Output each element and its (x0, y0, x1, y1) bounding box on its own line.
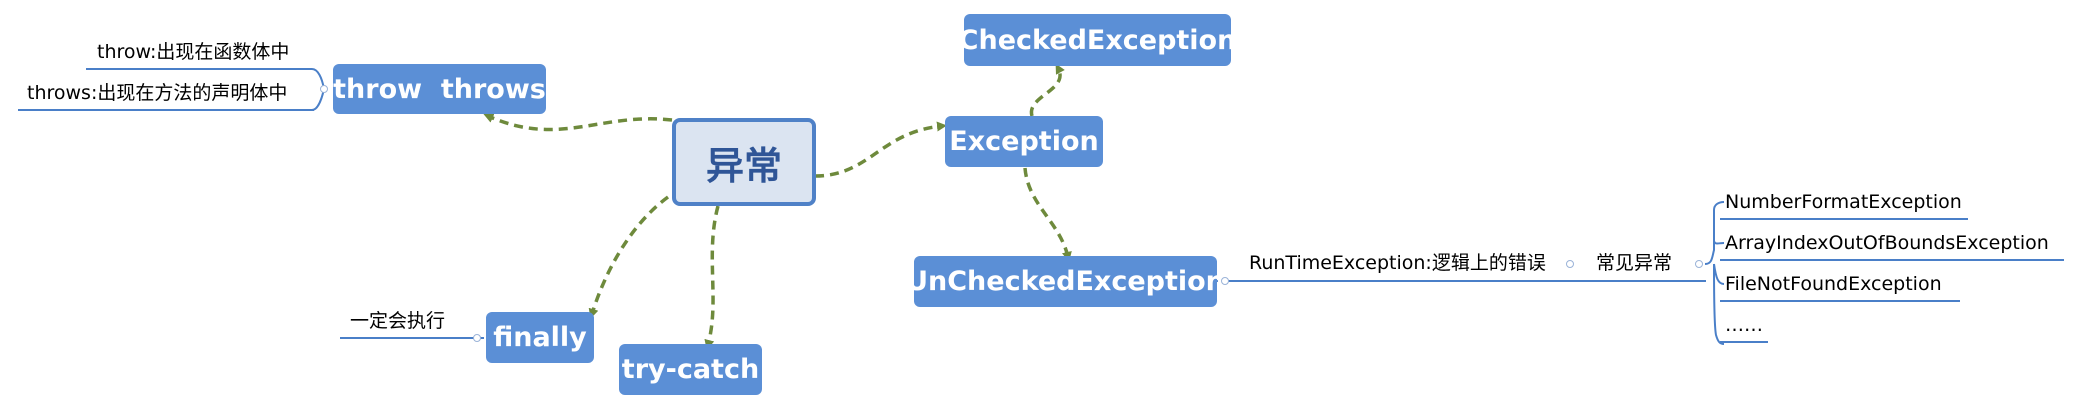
list-item-underline (1720, 218, 1968, 220)
connector-root-throw (483, 113, 673, 132)
topic-exception[interactable]: Exception (945, 116, 1103, 167)
topic-checked-exception[interactable]: CheckedException (959, 14, 1236, 66)
note-runtime-underline (1238, 280, 1582, 282)
list-item-array-index[interactable]: ArrayIndexOutOfBoundsException (1725, 232, 2049, 254)
root-topic-label: 异常 (705, 143, 782, 188)
topic-unchecked-exception[interactable]: UnCheckedException (906, 256, 1225, 307)
note-throws[interactable]: throws:出现在方法的声明体中 (27, 82, 288, 104)
note-throws-underline (18, 109, 314, 111)
list-item-underline (1720, 300, 1960, 302)
root-topic[interactable]: 异常 (672, 118, 816, 206)
list-item-file-not-found[interactable]: FileNotFoundException (1725, 273, 1942, 295)
topic-unchecked-exception-label: UnCheckedException (906, 266, 1225, 297)
list-item-underline (1720, 341, 1768, 343)
list-item-underline (1720, 259, 2064, 261)
topic-throw-throws-label: throw throws (333, 73, 546, 105)
note-common-underline (1588, 280, 1706, 282)
list-item-ellipsis[interactable]: …… (1725, 314, 1763, 336)
note-runtime-exception[interactable]: RunTimeException:逻辑上的错误 (1249, 252, 1546, 274)
branch-common-list (1704, 201, 1725, 345)
list-item-number-format[interactable]: NumberFormatException (1725, 191, 1962, 213)
topic-checked-exception-label: CheckedException (958, 24, 1237, 56)
connector-root-finally (588, 195, 670, 319)
note-throw[interactable]: throw:出现在函数体中 (97, 41, 290, 63)
note-finally-underline (340, 337, 471, 339)
topic-exception-label: Exception (949, 126, 1099, 157)
note-throw-underline (86, 68, 312, 70)
topic-try-catch[interactable]: try-catch (619, 344, 762, 395)
collapse-toggle-runtime[interactable] (1566, 260, 1574, 268)
connector-root-trycatch (704, 205, 720, 350)
connector-exception-checked (1029, 63, 1065, 117)
connector-root-exception (814, 121, 947, 178)
note-finally[interactable]: 一定会执行 (350, 310, 446, 332)
topic-finally-label: finally (493, 322, 587, 353)
collapse-toggle-unchecked[interactable] (1221, 277, 1229, 285)
collapse-toggle-finally[interactable] (473, 334, 481, 342)
topic-try-catch-label: try-catch (621, 354, 760, 385)
topic-finally[interactable]: finally (486, 312, 594, 363)
connector-exception-unchecked (1023, 167, 1072, 262)
collapse-toggle-throw[interactable] (320, 85, 328, 93)
note-common-exceptions[interactable]: 常见异常 (1596, 252, 1673, 274)
topic-throw-throws[interactable]: throw throws (333, 64, 546, 114)
collapse-toggle-common[interactable] (1695, 260, 1703, 268)
